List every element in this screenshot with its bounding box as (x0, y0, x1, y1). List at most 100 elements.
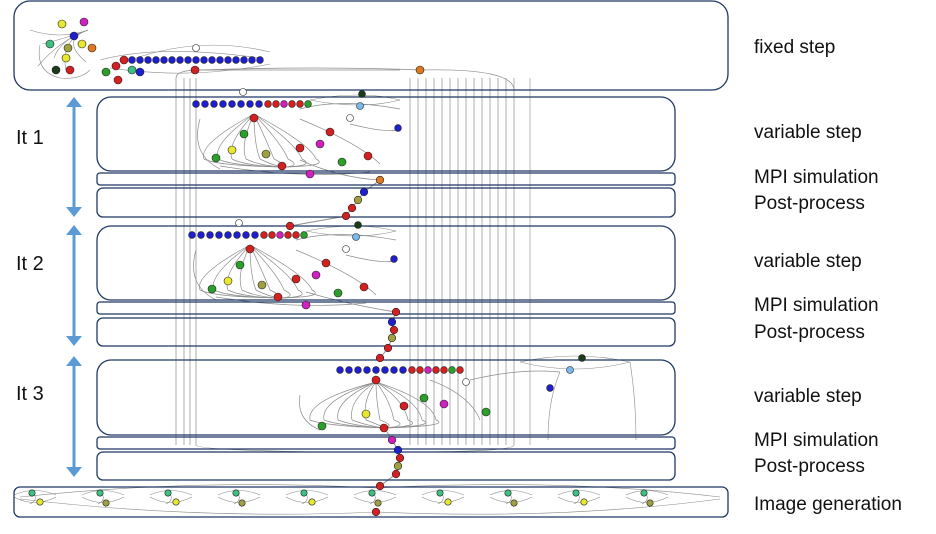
graph-node (210, 100, 218, 108)
graph-node (646, 499, 654, 507)
graph-node (235, 219, 243, 227)
iteration-label-1: It 1 (16, 127, 44, 149)
graph-node (206, 231, 214, 239)
graph-edge (349, 123, 401, 131)
graph-edge (383, 419, 440, 429)
graph-node (308, 498, 316, 506)
graph-node (245, 244, 255, 254)
frame-post-process-1 (96, 187, 676, 218)
graph-edge (295, 249, 377, 296)
graph-node (248, 56, 256, 64)
graph-node (361, 409, 371, 419)
graph-node (352, 233, 360, 241)
graph-node (119, 55, 129, 65)
graph-node (188, 231, 196, 239)
graph-edge (375, 381, 381, 421)
graph-edge (625, 496, 669, 503)
graph-node (353, 195, 363, 205)
stage-label-variable-step-2: variable step (754, 251, 862, 272)
graph-node (249, 113, 259, 123)
graph-node (96, 489, 104, 497)
graph-edge (199, 67, 421, 71)
graph-node (144, 56, 152, 64)
graph-node (393, 445, 403, 455)
graph-edge (557, 490, 601, 496)
graph-node (321, 258, 331, 268)
graph-edge (73, 29, 89, 63)
graph-edge (353, 496, 397, 503)
stage-label-mpi-simulation-2: MPI simulation (754, 295, 879, 316)
graph-edge (295, 234, 397, 241)
graph-node (57, 19, 67, 29)
graph-node (219, 100, 227, 108)
graph-node (235, 260, 245, 270)
graph-edge (299, 103, 401, 110)
graph-edge (299, 394, 321, 431)
graph-node (238, 499, 246, 507)
graph-node (448, 366, 456, 374)
graph-node (415, 65, 425, 75)
graph-edge (285, 490, 329, 496)
graph-node (333, 288, 343, 298)
iteration-arrow-1 (66, 97, 82, 217)
iteration-label-3: It 3 (16, 383, 44, 405)
graph-edge (557, 496, 601, 503)
graph-node (260, 231, 268, 239)
graph-node (152, 56, 160, 64)
graph-node (416, 366, 424, 374)
graph-node (233, 231, 241, 239)
graph-node (311, 270, 321, 280)
graph-node (285, 221, 295, 231)
graph-node (379, 423, 389, 433)
graph-edge (99, 51, 261, 61)
graph-edge (217, 496, 261, 503)
stage-label-variable-step-1: variable step (754, 122, 862, 143)
graph-edge (217, 158, 285, 168)
graph-node (268, 231, 276, 239)
graph-edge (249, 244, 299, 291)
graph-node (237, 100, 245, 108)
graph-node (280, 100, 288, 108)
graph-edge (299, 118, 381, 165)
graph-node (128, 56, 136, 64)
stage-label-variable-step-3: variable step (754, 386, 862, 407)
graph-node (273, 292, 283, 302)
graph-node (51, 65, 61, 75)
graph-edge (279, 289, 316, 299)
graph-node (424, 366, 432, 374)
graph-nodes (28, 17, 654, 517)
graph-node (387, 333, 397, 343)
graph-node (246, 100, 254, 108)
graph-edge (421, 496, 465, 503)
frame-mpi-simulation-3 (96, 436, 676, 450)
graph-node (444, 498, 452, 506)
graph-edge (299, 159, 381, 181)
iteration-arrow-head-top (66, 97, 82, 107)
graph-node (381, 366, 389, 374)
graph-node (113, 75, 123, 85)
stage-label-mpi-simulation-3: MPI simulation (754, 430, 879, 451)
graph-node (356, 102, 364, 110)
graph-edge (625, 490, 669, 496)
graph-node (284, 231, 292, 239)
graph-node (45, 39, 55, 49)
graph-edge (283, 158, 320, 168)
graph-edge (129, 44, 271, 61)
graph-edge (309, 381, 377, 421)
graph-node (439, 399, 449, 409)
graph-node (408, 366, 416, 374)
graph-node (546, 384, 554, 392)
graph-edge (353, 490, 397, 496)
graph-edge (519, 361, 631, 370)
graph-node (239, 88, 247, 96)
graph-node (387, 317, 397, 327)
graph-node (65, 65, 75, 75)
graph-node (346, 114, 354, 122)
graph-edge (375, 381, 423, 421)
stage-label-mpi-simulation-1: MPI simulation (754, 167, 879, 188)
graph-node (399, 401, 409, 411)
graph-edge (419, 69, 515, 91)
graph-node (295, 143, 305, 153)
graph-node (390, 366, 398, 374)
